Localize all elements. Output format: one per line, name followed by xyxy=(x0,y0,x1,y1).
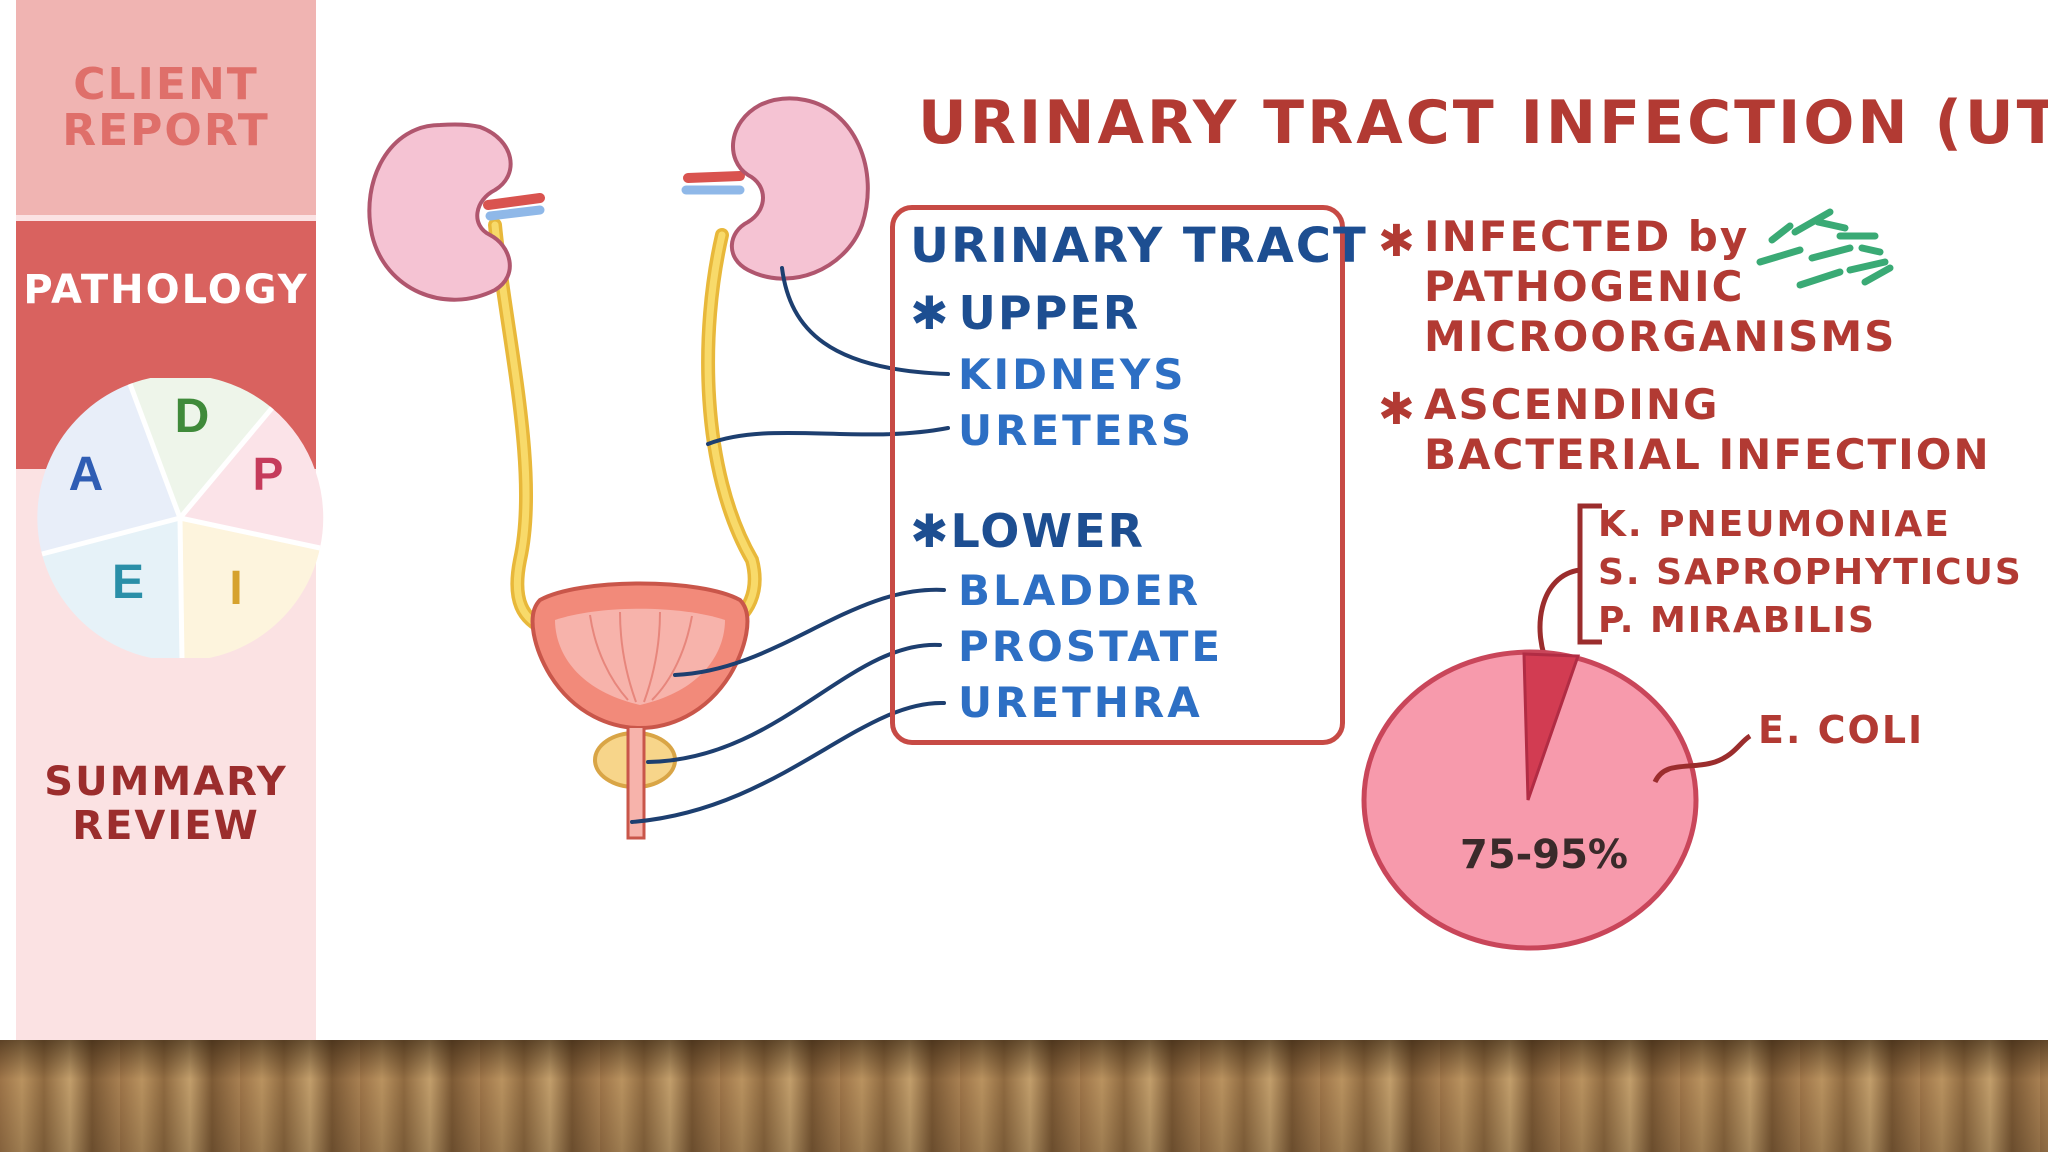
page-title: URINARY TRACT INFECTION (UTI) xyxy=(918,88,2048,158)
wheel-letter-a: A xyxy=(69,448,104,501)
other-bacteria-slice xyxy=(1522,652,1581,801)
ecoli-pie xyxy=(1361,649,1699,951)
wheel-letter-p: P xyxy=(253,448,284,500)
asterisk-icon: ✱ xyxy=(910,504,951,558)
item-bladder: BLADDER xyxy=(958,566,1202,615)
urethra xyxy=(626,728,646,840)
right-renal-vessels xyxy=(681,171,745,195)
wheel-segment-p[interactable] xyxy=(180,408,324,548)
connector-lines xyxy=(630,266,950,824)
pathology-label: PATHOLOGY xyxy=(23,267,309,313)
section-lower: ✱LOWER xyxy=(910,504,1145,558)
sidebar-item-summary-review[interactable]: SUMMARY REVIEW xyxy=(44,759,288,849)
asterisk-icon: ✱ xyxy=(910,286,951,340)
upper-label: UPPER xyxy=(958,286,1141,340)
item-kidneys: KIDNEYS xyxy=(958,350,1187,399)
wheel-segment-e[interactable] xyxy=(42,518,182,658)
wheel-letter-e: E xyxy=(112,556,144,609)
diagram-artwork xyxy=(367,96,1894,951)
item-ureters: URETERS xyxy=(958,406,1195,455)
asterisk-icon: ✱ xyxy=(1378,384,1415,435)
bacteria-icon xyxy=(1756,208,1894,289)
bullet-ascending: ASCENDING BACTERIAL INFECTION xyxy=(1424,380,1991,479)
wheel-segment-d[interactable] xyxy=(130,378,272,518)
wheel-letter-d: D xyxy=(175,390,210,443)
bacteria-k-pneumoniae: K. PNEUMONIAE xyxy=(1598,504,1951,545)
ecoli-percent: 75-95% xyxy=(1460,832,1629,878)
item-urethra: URETHRA xyxy=(958,678,1203,727)
ecoli-label: E. COLI xyxy=(1758,708,1925,752)
wheel-segment-i[interactable] xyxy=(180,518,320,658)
urinary-tract-box xyxy=(890,205,1345,745)
section-upper: ✱UPPER xyxy=(910,286,1140,340)
bacteria-s-saprophyticus: S. SAPROPHYTICUS xyxy=(1598,552,2023,593)
wooden-floor xyxy=(0,1040,2048,1152)
wheel-letter-i: I xyxy=(229,562,242,615)
bacteria-bracket xyxy=(1577,503,1602,645)
left-kidney xyxy=(367,122,513,302)
item-prostate: PROSTATE xyxy=(958,622,1224,671)
lower-label: LOWER xyxy=(950,504,1145,558)
right-kidney xyxy=(729,96,870,281)
client-report-label: CLIENT REPORT xyxy=(62,58,270,156)
dapei-wheel[interactable]: D P I E A xyxy=(30,378,330,658)
sidebar-item-client-report[interactable]: CLIENT REPORT xyxy=(16,0,316,215)
ecoli-pointer xyxy=(1652,733,1752,784)
slide-canvas xyxy=(0,0,2048,1040)
left-renal-vessels xyxy=(483,193,545,221)
sidebar: CLIENT REPORT PATHOLOGY D P I E A SUMMAR… xyxy=(16,0,324,1040)
bacteria-p-mirabilis: P. MIRABILIS xyxy=(1598,600,1876,641)
bullet-infected: INFECTED by PATHOGENIC MICROORGANISMS xyxy=(1424,212,1897,361)
asterisk-icon: ✱ xyxy=(1378,216,1415,267)
urinary-tract-heading: URINARY TRACT xyxy=(910,218,1368,274)
